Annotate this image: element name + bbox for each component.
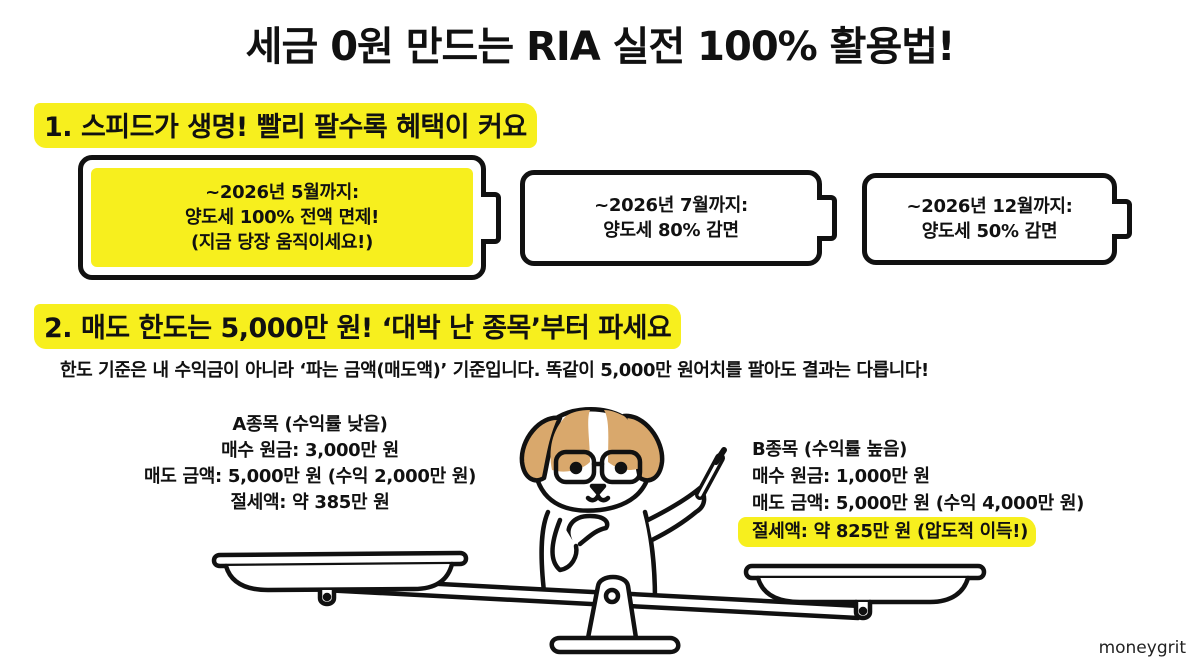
dog-character-icon: [519, 407, 727, 603]
battery-text: ~2026년 7월까지: 양도세 80% 감면: [594, 193, 748, 243]
battery-terminal: [481, 191, 501, 244]
stock-a-details: A종목 (수익률 낮음) 매수 원금: 3,000만 원 매도 금액: 5,00…: [100, 412, 520, 516]
stock-b-name: B종목 (수익률 높음): [752, 439, 908, 460]
stock-b-saving: 절세액: 약 825만 원 (압도적 이득!): [738, 517, 1037, 547]
stock-a-sale: 매도 금액: 5,000만 원 (수익 2,000만 원): [143, 466, 477, 487]
battery-terminal: [817, 195, 837, 241]
scale-left-pan: [211, 550, 469, 607]
battery-december-2026: ~2026년 12월까지: 양도세 50% 감면: [862, 173, 1132, 265]
stock-a-name: A종목 (수익률 낮음): [232, 414, 388, 435]
scale-pivot: [585, 574, 639, 641]
battery-july-2026: ~2026년 7월까지: 양도세 80% 감면: [520, 170, 837, 266]
stock-b-sale: 매도 금액: 5,000만 원 (수익 4,000만 원): [752, 493, 1085, 514]
battery-benefit: 양도세 80% 감면: [603, 220, 739, 241]
scale-base: [549, 635, 681, 655]
section-2-description: 한도 기준은 내 수익금이 아니라 ‘파는 금액(매도액)’ 기준입니다. 똑같…: [60, 360, 929, 381]
stock-b-details: B종목 (수익률 높음) 매수 원금: 1,000만 원 매도 금액: 5,00…: [738, 436, 1172, 547]
section-1-heading: 1. 스피드가 생명! 빨리 팔수록 혜택이 커요: [34, 103, 537, 148]
battery-deadline: ~2026년 12월까지:: [906, 196, 1073, 217]
battery-text: ~2026년 5월까지: 양도세 100% 전액 면제! (지금 당장 움직이세…: [185, 180, 379, 255]
battery-fill-highlight: [91, 168, 473, 267]
stock-a-purchase: 매수 원금: 3,000만 원: [221, 440, 399, 461]
section-2-heading: 2. 매도 한도는 5,000만 원! ‘대박 난 종목’부터 파세요: [34, 304, 682, 349]
battery-deadline: ~2026년 5월까지:: [205, 182, 359, 203]
watermark: moneygrit: [1098, 638, 1186, 658]
battery-deadline: ~2026년 7월까지:: [594, 195, 748, 216]
scale-right-pan: [743, 563, 987, 621]
battery-terminal: [1112, 199, 1132, 239]
battery-benefit: 양도세 100% 전액 면제!: [184, 207, 380, 228]
battery-text: ~2026년 12월까지: 양도세 50% 감면: [906, 194, 1072, 244]
stock-b-purchase: 매수 원금: 1,000만 원: [752, 466, 930, 487]
battery-note: (지금 당장 움직이세요!): [190, 232, 374, 253]
stock-a-saving: 절세액: 약 385만 원: [230, 492, 390, 513]
battery-may-2026: ~2026년 5월까지: 양도세 100% 전액 면제! (지금 당장 움직이세…: [78, 155, 501, 280]
page-title: 세금 0원 만드는 RIA 실전 100% 활용법!: [245, 24, 956, 70]
battery-benefit: 양도세 50% 감면: [921, 221, 1058, 242]
